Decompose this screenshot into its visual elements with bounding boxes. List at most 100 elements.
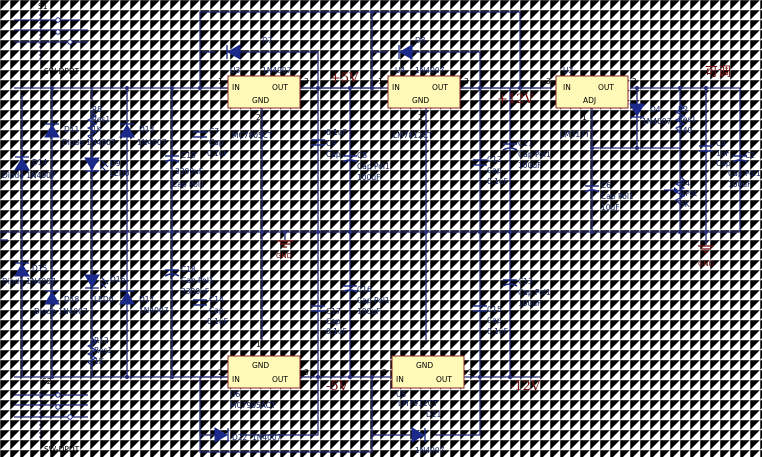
c10-type: Cap Pol1 (172, 180, 205, 189)
c8-type: Cap Pol1 (357, 162, 390, 171)
u4-pin2: 2 (418, 113, 423, 122)
c6-type: Cap Pol1 (601, 192, 634, 201)
c15-value: 0.1uF (487, 327, 508, 336)
capacitor-c15: C15 Cap 0.1uF (473, 305, 508, 336)
capacitor-c13: C13 Cap Pol1 100uF (502, 277, 551, 308)
u3-pin1: 1 (218, 77, 223, 86)
d7-ref: D7 (262, 36, 273, 45)
c12-type: Cap (487, 166, 502, 175)
r2-ref: R2 (678, 105, 688, 114)
c6-value: 10uF (601, 203, 620, 212)
capacitor-c11: C11 Cap Pol1 100uF (502, 139, 551, 170)
u6-ref: U6 (230, 390, 240, 399)
u3-in: IN (232, 83, 240, 92)
diode-d14: D14 Diode 1N4007 (2, 156, 56, 180)
capacitor-c7: C7 Cap 0.1uF (193, 127, 228, 158)
regulator-u5: GND IN OUT U5 2 3 1 LM7912CT (382, 340, 473, 408)
capacitor-c14: C14 Cap 0.1uF (193, 295, 228, 326)
d15-type: Diode 1N4007 (2, 277, 56, 286)
r8-ref: R8 (92, 105, 102, 114)
u5-pin1: 1 (420, 340, 425, 349)
resistor-r12: R12 Res1 1K (86, 336, 112, 367)
r4-value: 5K (680, 200, 691, 209)
u5-gnd: GND (416, 361, 433, 370)
c7-value: 0.1uF (207, 149, 228, 158)
s2-ref: S2 (42, 377, 52, 386)
c14-type: Cap (209, 306, 224, 315)
d7-type: 1N4007 (262, 66, 292, 75)
c8-value: 100uF (357, 173, 380, 182)
voltage-adjustable: 可调 (705, 65, 731, 80)
regulator-u3: IN OUT GND U3 1 3 2 MC7805CT (218, 66, 309, 140)
u3-pin2: 2 (256, 113, 261, 122)
c17-ref: C17 (326, 307, 341, 316)
u4-ref: U4 (395, 66, 405, 75)
d11-ref: D11 (64, 125, 80, 134)
c17-value: 0.1uF (326, 327, 347, 336)
c2-value: 100uF (728, 180, 751, 189)
r12-value: 1K (94, 357, 105, 366)
voltage-plus5: +5V (330, 71, 359, 86)
capacitor-c16: C16 Cap Pol1 100uF (342, 285, 390, 316)
d14-type: Diode 1N4007 (2, 171, 56, 180)
d15-ref: D15 (32, 264, 48, 273)
diode-d15: D15 Diode 1N4007 (2, 262, 56, 286)
diode-d8: D8 1N4007 (398, 36, 445, 75)
u6-out: OUT (272, 375, 288, 384)
r2-value: 240 (678, 126, 693, 135)
u4-out: OUT (432, 83, 448, 92)
ground-symbol-2: GND (698, 245, 714, 268)
c9-type: Cap (326, 150, 341, 159)
d8-type: 1N4007 (415, 66, 445, 75)
d8-ref: D8 (415, 36, 426, 45)
d16-ref: D16 (110, 275, 126, 284)
d17-ref: D17 (139, 295, 155, 304)
u3-part: MC7805CT (232, 131, 273, 140)
u5-pin2: 2 (382, 368, 387, 377)
capacitor-c18: C18 Cap Pol1 3300uF (164, 265, 214, 296)
r8-value: 1K (92, 125, 103, 134)
u2-out: OUT (598, 83, 614, 92)
c7-type: Cap (209, 138, 224, 147)
u3-out: OUT (272, 83, 288, 92)
u6-in: IN (232, 375, 240, 384)
voltage-minus5: -5V (326, 379, 349, 394)
c12-ref: C12 (487, 155, 502, 164)
c14-ref: C14 (209, 295, 224, 304)
u6-gnd: GND (252, 361, 269, 370)
c16-value: 100uF (357, 307, 380, 316)
c10-value: 3300uF (175, 167, 203, 176)
potentiometer-r4: R4 RPot 5K (664, 175, 697, 209)
d4-type: 1N4007 (642, 117, 672, 126)
d17-type: 1N4007 (139, 306, 169, 315)
d18-type: Diode 1N4007 (34, 307, 88, 316)
u2-ref: U2 (563, 66, 573, 75)
u2-pin1: 1 (582, 113, 587, 122)
diode-d18: D18 Diode 1N4007 (34, 290, 88, 316)
s2-type: SW-DPDT (44, 445, 80, 454)
c2-ref: C2 (745, 151, 755, 160)
capacitor-c8: C8 Cap Pol1 100uF (342, 151, 390, 182)
d11-type: Diode 1N4007 (62, 138, 116, 147)
c4-type: Cap (716, 159, 731, 168)
d22-ref: D22 (232, 433, 248, 442)
c18-value: 3300uF (181, 287, 209, 296)
u4-in: IN (392, 83, 400, 92)
c4-value: 1uF (716, 149, 730, 158)
s1-ref: S1 (38, 2, 48, 11)
resistor-r8: R8 Res1 1K (86, 105, 110, 141)
d4-ref: D4 (650, 105, 661, 114)
u6-part: MC7905ACT (230, 401, 276, 410)
u3-pin3: 3 (304, 77, 309, 86)
u3-gnd: GND (252, 96, 269, 105)
capacitor-c10: C10 3300uF Cap Pol1 (164, 151, 205, 189)
ground-label-2: GND (698, 260, 714, 268)
c16-type: Cap Pol1 (357, 296, 390, 305)
d9-ref: D9 (110, 159, 121, 168)
diode-d4: D4 1N4007 (629, 103, 672, 126)
u2-pin2: 2 (632, 77, 637, 86)
u2-in: IN (563, 83, 571, 92)
d13-type: 1N4007 (137, 138, 167, 147)
u6-pin2: 2 (218, 368, 223, 377)
